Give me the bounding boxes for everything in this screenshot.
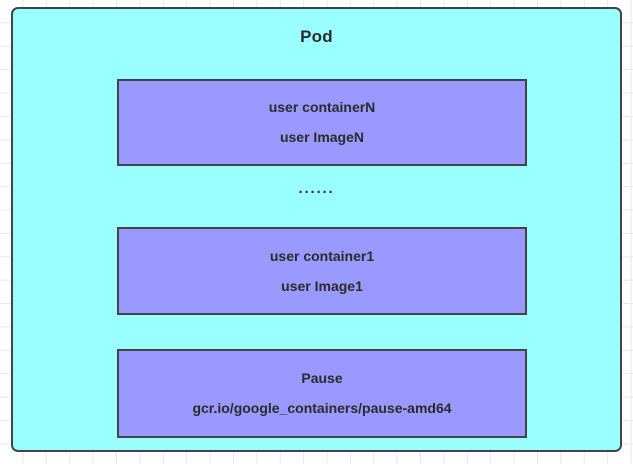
container-box-pause: Pause gcr.io/google_containers/pause-amd… [117,349,527,438]
ellipsis-indicator: ······ [298,184,335,201]
container-name-label: Pause [301,370,343,387]
pod-title: Pod [300,27,333,46]
pod-container: Pod user containerN user ImageN ······ u… [11,7,622,452]
container-image-label: gcr.io/google_containers/pause-amd64 [192,400,452,416]
container-image-label: user Image1 [281,277,363,294]
container-image-label: user ImageN [279,129,365,145]
container-box-user-containerN: user containerN user ImageN [117,79,527,166]
container-name-label: user container1 [269,247,375,264]
container-box-user-container1: user container1 user Image1 [117,227,527,315]
container-name-label: user containerN [268,99,376,116]
